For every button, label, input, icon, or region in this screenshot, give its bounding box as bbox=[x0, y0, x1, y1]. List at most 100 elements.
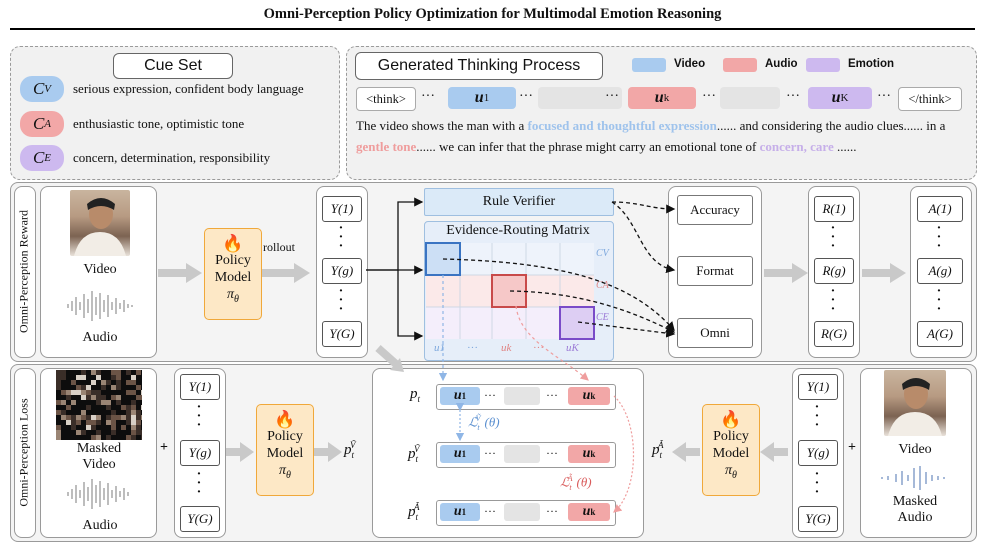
mask-pixel bbox=[136, 385, 141, 390]
gray-arrow-icon bbox=[314, 442, 342, 462]
audio-waveform-icon bbox=[67, 479, 129, 509]
mask-pixel bbox=[111, 430, 116, 435]
loss-side-box bbox=[14, 368, 36, 538]
mask-pixel bbox=[81, 410, 86, 415]
mask-pixel bbox=[76, 395, 81, 400]
dots: ··· bbox=[484, 446, 496, 460]
mask-pixel bbox=[61, 430, 66, 435]
mask-pixel bbox=[71, 430, 76, 435]
loss-yG: Y(G) bbox=[180, 506, 220, 532]
vertical-dots: ··· bbox=[936, 221, 942, 254]
mask-pixel bbox=[111, 420, 116, 425]
mask-pixel bbox=[71, 375, 76, 380]
mask-pixel bbox=[56, 385, 61, 390]
para-text: The video shows the man with a bbox=[356, 118, 528, 133]
matrix-title: Evidence-Routing Matrix bbox=[446, 223, 590, 238]
token-letter: u bbox=[453, 446, 462, 461]
mask-pixel bbox=[126, 395, 131, 400]
reward-rg: R(g) bbox=[814, 258, 854, 284]
mask-pixel bbox=[126, 400, 131, 405]
mask-pixel bbox=[71, 370, 76, 375]
mask-pixel bbox=[81, 415, 86, 420]
advantage-ag: A(g) bbox=[917, 258, 963, 284]
mask-pixel bbox=[111, 400, 116, 405]
mask-pixel bbox=[136, 390, 141, 395]
audio-label: Audio bbox=[82, 330, 118, 345]
mask-pixel bbox=[126, 425, 131, 430]
legend-swatch-emotion bbox=[806, 58, 840, 72]
mask-pixel bbox=[56, 395, 61, 400]
loss-subscript: t bbox=[569, 482, 572, 492]
highlight-audio: gentle tone bbox=[356, 139, 417, 154]
mask-pixel bbox=[66, 410, 71, 415]
mask-pixel bbox=[111, 380, 116, 385]
mask-pixel bbox=[116, 415, 121, 420]
prob-subscript: t bbox=[417, 394, 421, 404]
dots: ··· bbox=[877, 89, 891, 104]
mask-pixel bbox=[66, 415, 71, 420]
mask-pixel bbox=[106, 390, 111, 395]
mask-pixel bbox=[66, 405, 71, 410]
advantage-aG: A(G) bbox=[917, 321, 963, 347]
mask-pixel bbox=[131, 425, 136, 430]
token-gray bbox=[720, 87, 780, 109]
vertical-dots: ··· bbox=[196, 400, 202, 433]
mask-pixel bbox=[71, 395, 76, 400]
mask-pixel bbox=[141, 410, 142, 415]
loss-superscript: Ṽ bbox=[475, 414, 481, 423]
mask-pixel bbox=[106, 370, 111, 375]
mask-pixel bbox=[91, 420, 96, 425]
matrix-grid bbox=[425, 242, 595, 340]
policy-model-reward: 🔥 Policy Model πθ bbox=[204, 228, 262, 320]
prob-superscript: Ã bbox=[414, 502, 420, 512]
mask-pixel bbox=[71, 400, 76, 405]
token-letter: u bbox=[582, 446, 591, 461]
token-subscript: K bbox=[840, 92, 849, 104]
flame-icon: 🔥 bbox=[274, 410, 296, 429]
mask-pixel bbox=[71, 405, 76, 410]
mask-pixel bbox=[121, 385, 126, 390]
mask-pixel bbox=[111, 375, 116, 380]
policy-line1: Policy bbox=[215, 253, 251, 268]
legend-label-emotion: Emotion bbox=[848, 58, 894, 70]
rule-verifier: Rule Verifier bbox=[424, 188, 614, 216]
loss-right-yG: Y(G) bbox=[798, 506, 838, 532]
mask-pixel bbox=[96, 395, 101, 400]
mask-pixel bbox=[101, 380, 106, 385]
policy-pi: πθ bbox=[205, 286, 261, 308]
mask-pixel bbox=[111, 370, 116, 375]
matrix-row-ca: CA bbox=[596, 280, 609, 291]
mask-pixel bbox=[61, 425, 66, 430]
prob-letter: p bbox=[652, 442, 660, 458]
mask-pixel bbox=[66, 390, 71, 395]
para-text: ...... and considering the audio clues..… bbox=[716, 118, 946, 133]
mask-pixel bbox=[121, 425, 126, 430]
mask-pixel bbox=[61, 435, 66, 440]
token-letter: u bbox=[474, 89, 484, 106]
mask-pixel bbox=[106, 435, 111, 440]
dots: ··· bbox=[519, 89, 533, 104]
mask-pixel bbox=[131, 395, 136, 400]
mask-pixel bbox=[101, 385, 106, 390]
rollout-yG: Y(G) bbox=[322, 321, 362, 347]
mask-pixel bbox=[111, 405, 116, 410]
mask-pixel bbox=[76, 370, 81, 375]
mask-pixel bbox=[101, 435, 106, 440]
prob-video-masked: ptṼ bbox=[408, 444, 420, 464]
mask-pixel bbox=[81, 420, 86, 425]
mask-pixel bbox=[101, 375, 106, 380]
reward-side-label: Omni-Perception Reward bbox=[16, 210, 31, 333]
mask-pixel bbox=[91, 385, 96, 390]
mask-pixel bbox=[81, 435, 86, 440]
mask-pixel bbox=[86, 380, 91, 385]
token-letter: u bbox=[453, 504, 462, 519]
mask-pixel bbox=[136, 405, 141, 410]
masked-video-thumbnail bbox=[56, 370, 142, 440]
mask-pixel bbox=[101, 390, 106, 395]
token-gray bbox=[538, 87, 622, 109]
